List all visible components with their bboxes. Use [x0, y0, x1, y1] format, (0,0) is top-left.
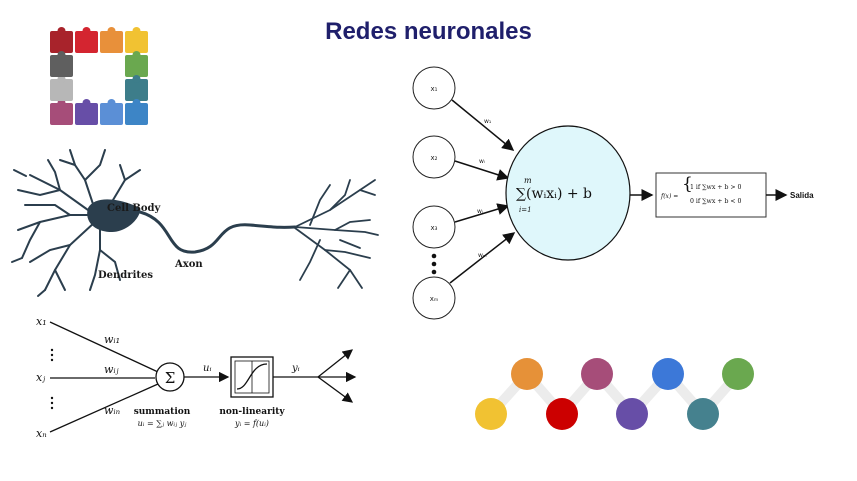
input-node-m: xₘ: [412, 276, 456, 320]
colored-dot: [475, 398, 507, 430]
y-label: yᵢ: [291, 363, 300, 374]
output-fanout: [317, 349, 357, 403]
puzzle-knob: [107, 99, 116, 107]
u-label: uᵢ: [203, 363, 211, 374]
schematic-weight: wᵢⱼ: [104, 363, 119, 376]
colored-dot: [616, 398, 648, 430]
colored-dot: [546, 398, 578, 430]
puzzle-knob: [107, 27, 116, 35]
puzzle-piece: [125, 55, 148, 77]
sum-formula: ∑(wᵢxᵢ) + b: [516, 186, 592, 202]
activation-box: [655, 172, 767, 218]
input-label: x₃: [431, 224, 438, 232]
neuron-terminals: [294, 179, 379, 289]
activation-case-1: 1 if ∑wx + b > 0: [690, 184, 742, 191]
input-label: xₘ: [430, 295, 439, 303]
nonlinearity-formula: yᵢ = f(uᵢ): [234, 419, 269, 428]
weight-arrows: [449, 99, 516, 284]
puzzle-knob: [57, 51, 66, 59]
summation-formula: uᵢ = ∑ⱼ wᵢⱼ yⱼ: [138, 419, 188, 428]
puzzle-piece: [75, 103, 98, 125]
neuron-dendrites: [11, 149, 141, 297]
puzzle-piece: [50, 103, 73, 125]
schematic-input: x₁: [36, 315, 47, 328]
colored-dot: [511, 358, 543, 390]
ellipsis-dots: [431, 253, 437, 275]
puzzle-piece: [100, 31, 123, 53]
sum-neuron: [505, 125, 631, 261]
neuron-axon: [138, 210, 297, 254]
puzzle-knob: [82, 27, 91, 35]
neuron-label-dendrites: Dendrites: [98, 270, 153, 281]
input-node-2: x₂: [412, 135, 456, 179]
schematic-weight: wᵢₙ: [104, 404, 120, 417]
neuron-cell-body: [87, 199, 141, 232]
puzzle-piece: [50, 79, 73, 101]
summation-title: summation: [134, 407, 191, 417]
puzzle-knob: [132, 99, 141, 107]
puzzle-piece: [125, 79, 148, 101]
puzzle-piece: [75, 31, 98, 53]
puzzle-knob: [132, 27, 141, 35]
colored-dot: [652, 358, 684, 390]
puzzle-knob: [132, 51, 141, 59]
perceptron-diagram: x₁ x₂ x₃ xₘ w₁ wᵢ wᵢ wₘ m ∑(wᵢxᵢ) + b: [412, 66, 814, 320]
activation-case-2: 0 if ∑wx + b < 0: [690, 198, 742, 205]
input-node-1: x₁: [412, 66, 456, 110]
puzzle-logo: [50, 27, 148, 125]
colored-dot: [722, 358, 754, 390]
puzzle-piece: [100, 103, 123, 125]
puzzle-piece: [125, 103, 148, 125]
colored-dot: [581, 358, 613, 390]
input-label: x₁: [431, 85, 438, 93]
puzzle-piece: [50, 55, 73, 77]
puzzle-knob: [82, 99, 91, 107]
neuron-label-axon: Axon: [174, 259, 203, 270]
weight-label: wᵢ: [479, 158, 485, 165]
weight-label: wᵢ: [477, 208, 483, 215]
schematic-input: xⱼ: [36, 371, 45, 384]
summation-symbol: Σ: [165, 369, 176, 387]
colored-dot: [687, 398, 719, 430]
sigmoid-curve: [236, 363, 268, 390]
puzzle-knob: [132, 75, 141, 83]
input-node-3: x₃: [412, 205, 456, 249]
weight-label: w₁: [484, 118, 492, 125]
weight-label: wₘ: [478, 252, 487, 259]
puzzle-piece: [50, 31, 73, 53]
sum-lower: i=1: [519, 206, 532, 214]
puzzle-piece: [125, 31, 148, 53]
sum-upper: m: [524, 176, 532, 185]
activation-prefix: f(x) =: [660, 193, 678, 200]
puzzle-knob: [57, 27, 66, 35]
biological-neuron: [11, 149, 379, 297]
colored-dots-graphic: [475, 358, 754, 430]
neuron-schematic: x₁ xⱼ xₙ wᵢ₁ wᵢⱼ wᵢₙ Σ uᵢ yᵢ summation u…: [36, 315, 357, 440]
neuron-label-cell-body: Cell Body: [107, 203, 162, 214]
schematic-input: xₙ: [36, 427, 47, 440]
nonlinearity-title: non-linearity: [219, 407, 285, 417]
svg-text:{: {: [682, 174, 693, 194]
schematic-weight: wᵢ₁: [104, 333, 120, 346]
input-label: x₂: [431, 154, 438, 162]
output-label: Salida: [790, 191, 814, 200]
schematic-ellipsis: [50, 348, 54, 410]
page-title: Redes neuronales: [325, 18, 532, 45]
